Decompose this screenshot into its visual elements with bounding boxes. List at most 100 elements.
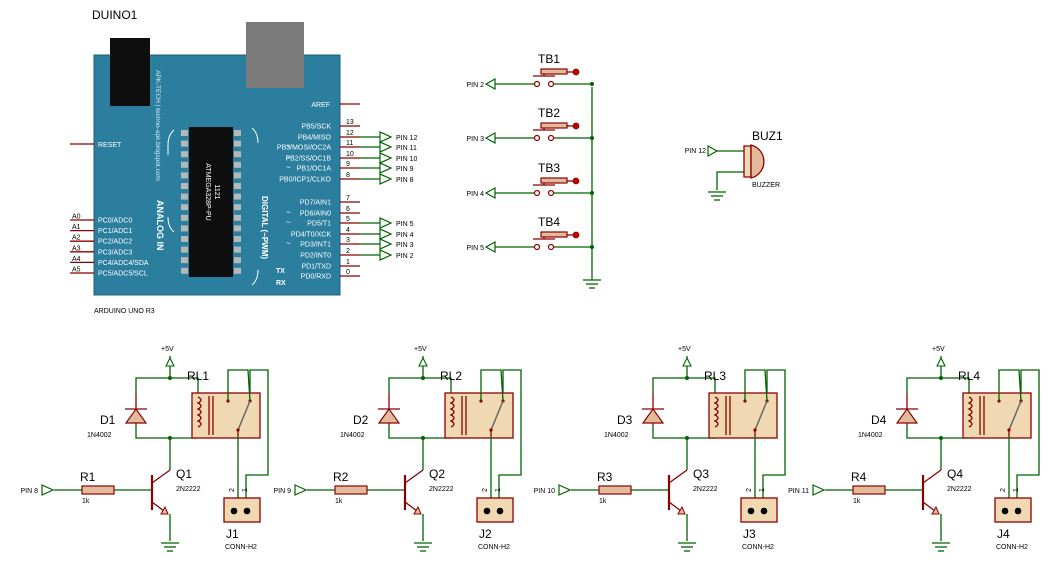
pin-number: 8 (346, 172, 350, 179)
pin-function-label: PD0/RXD (301, 274, 331, 281)
button-indicator (572, 122, 580, 130)
pin-function-label: PD7/AIN1 (300, 200, 331, 207)
resistor-value: 1k (599, 498, 607, 505)
net-terminal (379, 173, 393, 185)
pin-number: 6 (346, 206, 350, 213)
supply-label: +5V (161, 346, 174, 353)
arduino-model: ARDUINO UNO R3 (94, 308, 155, 315)
pin-function-label: PD4/T0/XCK (291, 232, 331, 239)
net-terminal (379, 217, 393, 229)
pin-number: 1 (346, 259, 350, 266)
net-label: PIN 5 (396, 221, 414, 228)
relay-rl1[interactable]: RL1 (187, 369, 269, 498)
tx-label: TX (276, 268, 285, 275)
relay-rl4[interactable]: RL4 (958, 369, 1040, 498)
diode-d3[interactable]: D3 1N4002 (604, 393, 665, 439)
pin-number: 9 (346, 161, 350, 168)
net-input: PIN 9 (273, 484, 308, 496)
transistor-value: 2N2222 (947, 486, 972, 493)
diode-ref: D2 (353, 413, 369, 427)
pwm-tilde: ~ (286, 218, 291, 227)
buzzer-wire-gnd (716, 171, 744, 190)
analog-pin-label: PC4/ADC4/SDA (98, 260, 149, 267)
connector-value: CONN-H2 (742, 544, 774, 551)
stage-net-label: PIN 8 (20, 488, 38, 495)
transistor-q2[interactable]: Q2 2N2222 (403, 467, 454, 552)
net-label: PIN 2 (396, 253, 414, 260)
relay-rl3[interactable]: RL3 (704, 369, 786, 498)
net-terminal (379, 152, 393, 164)
digital-title: DIGITAL (~PWM) (260, 196, 269, 259)
pwm-tilde: ~ (286, 153, 291, 162)
bracket-right-top (251, 127, 259, 144)
button-net-pin (484, 240, 496, 254)
button-net-label: PIN 5 (466, 245, 484, 252)
pin-function-label: PB2/SS/OC1B (285, 156, 331, 163)
connector-ref: J3 (743, 527, 756, 541)
pin-function-label: PB4/MISO (298, 135, 332, 142)
buzzer-value: BUZZER (752, 182, 780, 189)
power-jack (110, 38, 150, 106)
pwm-tilde: ~ (286, 239, 291, 248)
chip-pins (181, 130, 241, 274)
connector-pin-a: 2 (229, 488, 236, 492)
transistor-ref: Q2 (429, 467, 445, 481)
button-indicator (572, 68, 580, 76)
connector-ref: J1 (226, 527, 239, 541)
diode-value: 1N4002 (604, 432, 629, 439)
resistor-value: 1k (82, 498, 90, 505)
pin-number: 2 (346, 248, 350, 255)
pin-number: 12 (346, 130, 354, 137)
pin-number: 0 (346, 269, 350, 276)
resistor-value: 1k (853, 498, 861, 505)
pin-function-label: PD1/TXD (301, 264, 331, 271)
connector-pin-a: 2 (746, 488, 753, 492)
transistor-value: 2N2222 (429, 486, 454, 493)
net-terminal (379, 249, 393, 261)
analog-ext-label: A3 (72, 245, 81, 252)
net-input: PIN 11 (788, 484, 826, 496)
pin-number: 10 (346, 151, 354, 158)
analog-pin-label: PC1/ADC1 (98, 228, 132, 235)
net-label: PIN 10 (396, 156, 418, 163)
diode-ref: D1 (100, 413, 116, 427)
pwm-tilde: ~ (286, 142, 291, 151)
analog-ext-label: A2 (72, 235, 81, 242)
diode-ref: D3 (617, 413, 633, 427)
relay-rl2[interactable]: RL2 (440, 369, 522, 498)
arduino-board[interactable]: DUINO1 1121 ATMEGA328P-PU APK-TECH | tec… (70, 8, 360, 315)
buzzer[interactable]: BUZ1 BUZZER PIN 12 (685, 129, 783, 201)
buzzer-net-label: PIN 12 (685, 148, 707, 155)
bracket-left-top (167, 129, 175, 155)
